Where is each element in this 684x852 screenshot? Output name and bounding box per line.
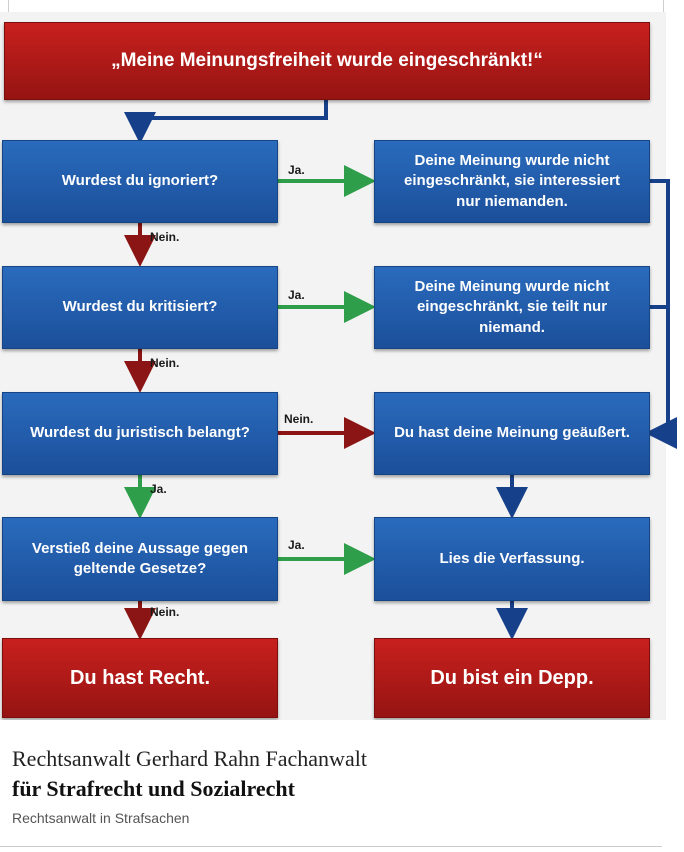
answer-nobody-agrees: Deine Meinung wurde nicht eingeschränkt,… — [374, 266, 650, 349]
flowchart-area — [0, 12, 666, 720]
label-q4-yes: Ja. — [288, 538, 305, 552]
label-q4-no: Nein. — [150, 605, 180, 619]
answer-expressed-opinion: Du hast deine Meinung geäußert. — [374, 392, 650, 475]
bottom-divider — [0, 846, 662, 847]
question-laws: Verstieß deine Aussage gegen geltende Ge… — [2, 517, 278, 601]
caption-specialty: für Strafrecht und Sozialrecht — [12, 776, 295, 801]
question-ignored: Wurdest du ignoriert? — [2, 140, 278, 223]
post-caption: Rechtsanwalt Gerhard Rahn Fachanwalt für… — [0, 720, 684, 852]
caption-author: Rechtsanwalt Gerhard Rahn Fachanwalt — [12, 746, 367, 771]
result-you-are-idiot: Du bist ein Depp. — [374, 638, 650, 718]
label-q1-no: Nein. — [150, 230, 180, 244]
label-q1-yes: Ja. — [288, 163, 305, 177]
label-q3-no: Nein. — [284, 412, 314, 426]
answer-nobody-interested: Deine Meinung wurde nicht eingeschränkt,… — [374, 140, 650, 223]
title-box: „Meine Meinungsfreiheit wurde eingeschrä… — [4, 22, 650, 100]
label-q3-yes: Ja. — [150, 482, 167, 496]
answer-read-constitution: Lies die Verfassung. — [374, 517, 650, 601]
caption-subtitle: Rechtsanwalt in Strafsachen — [12, 810, 190, 826]
result-you-are-right: Du hast Recht. — [2, 638, 278, 718]
arrow-title-to-q1 — [124, 100, 328, 144]
label-q2-no: Nein. — [150, 356, 180, 370]
question-criticized: Wurdest du kritisiert? — [2, 266, 278, 349]
label-q2-yes: Ja. — [288, 288, 305, 302]
question-prosecuted: Wurdest du juristisch belangt? — [2, 392, 278, 475]
